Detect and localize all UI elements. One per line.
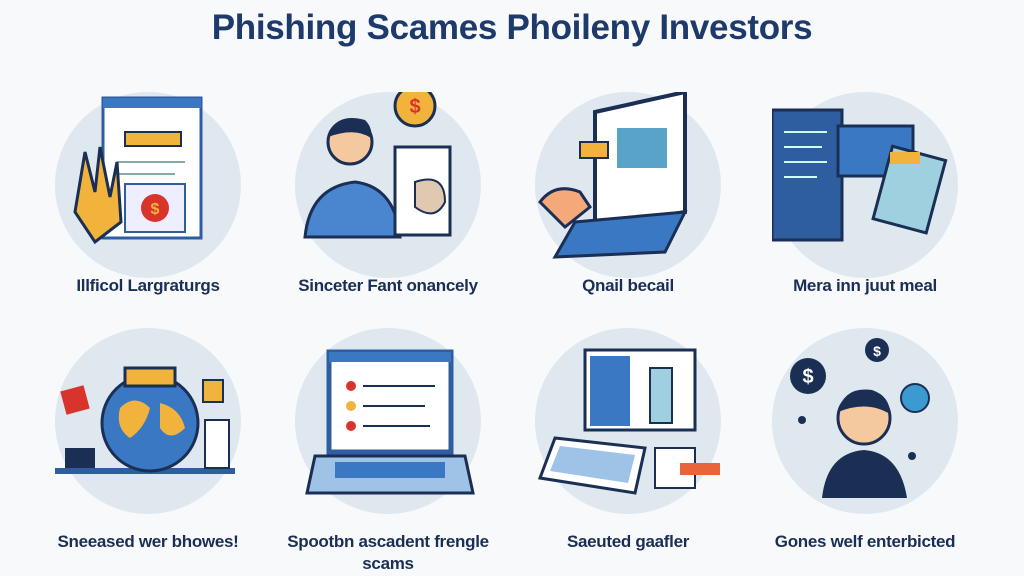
item-label: Mera inn juut meal — [793, 276, 937, 295]
keyboard-screen-icon — [535, 328, 721, 514]
documents-icon — [772, 92, 958, 278]
globe-icon — [55, 328, 241, 514]
svg-text:$: $ — [409, 96, 420, 118]
item-label: Qnail becail — [582, 276, 674, 295]
person-dollar-icon: $ — [295, 92, 481, 278]
item-label: Illficol Largraturgs — [76, 276, 220, 295]
page-title: Phishing Scames Phoileny Investors — [211, 8, 813, 47]
item-label: Saeuted gaafler — [566, 532, 690, 551]
hand-document-icon: $ — [55, 92, 241, 278]
svg-text:$: $ — [802, 366, 813, 388]
svg-text:$: $ — [873, 343, 881, 359]
item-label: Sinceter Fant onancely — [298, 276, 478, 295]
item-label: Spootbn ascadent frengle scams — [287, 532, 489, 573]
laptop-list-icon — [295, 328, 481, 514]
item-label: Sneeased wer bhowes! — [57, 532, 239, 551]
svg-text:$: $ — [151, 201, 160, 218]
item-label: Gones welf enterbicted — [774, 532, 956, 551]
laptop-hand-icon — [535, 92, 721, 278]
person-network-icon: $ $ — [772, 328, 958, 514]
